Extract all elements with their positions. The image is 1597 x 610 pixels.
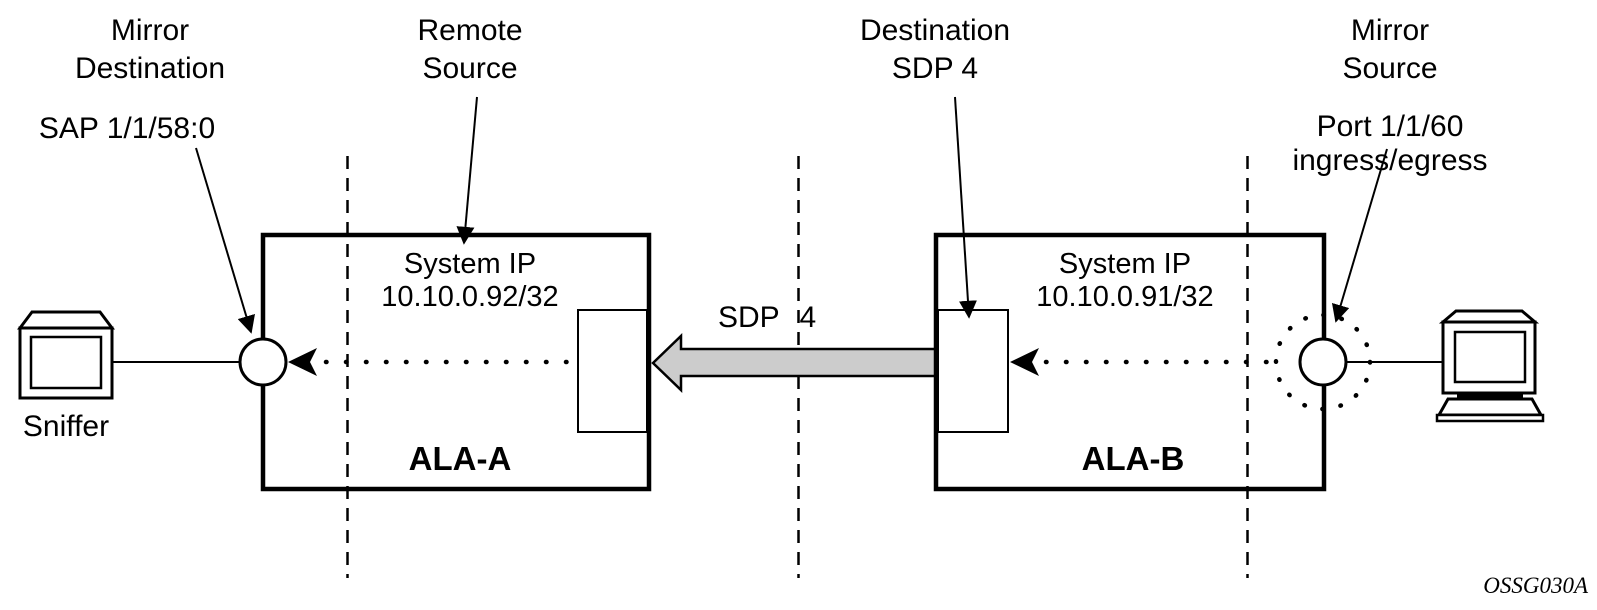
sniffer-label: Sniffer [22,410,110,443]
mirror-traffic-arrowhead-ala-a [288,348,317,376]
remote-source-leader-arrow [456,96,478,245]
remote-source-label: Remote Source [417,14,523,85]
desktop-computer-icon [1435,309,1545,423]
sdp-tunnel-arrow [651,333,938,393]
sniffer-icon [17,310,115,400]
ala-a-name: ALA-A [408,440,512,477]
sap-port-circle [238,337,288,387]
ala-b-name: ALA-B [1081,440,1185,477]
mirror-destination-label: Mirror Destination [74,14,226,85]
sdp-link-label: SDP 4 [718,301,817,334]
ala-a-system-ip: System IP 10.10.0.92/32 [381,248,559,313]
port-label: Port 1/1/60 ingress/egress [1292,110,1488,177]
sdp-endpoint-box-ala-b [937,309,1009,433]
ala-b-system-ip: System IP 10.10.0.91/32 [1036,248,1214,313]
figure-watermark: OSSG030A [1483,573,1588,598]
mirror-source-dotted-ring [1273,312,1373,412]
mirror-source-leader-arrow [1331,148,1388,323]
mirror-traffic-arrowhead-ala-b [1010,348,1039,376]
sap-label: SAP 1/1/58:0 [38,112,216,145]
mirror-source-port-circle [1298,337,1348,387]
sap-leader-arrow [195,147,255,334]
sdp-endpoint-box-ala-a [577,309,648,433]
mirror-source-label: Mirror Source [1342,14,1438,85]
destination-sdp-label: Destination SDP 4 [859,14,1011,85]
destination-sdp-leader-arrow [954,96,977,319]
